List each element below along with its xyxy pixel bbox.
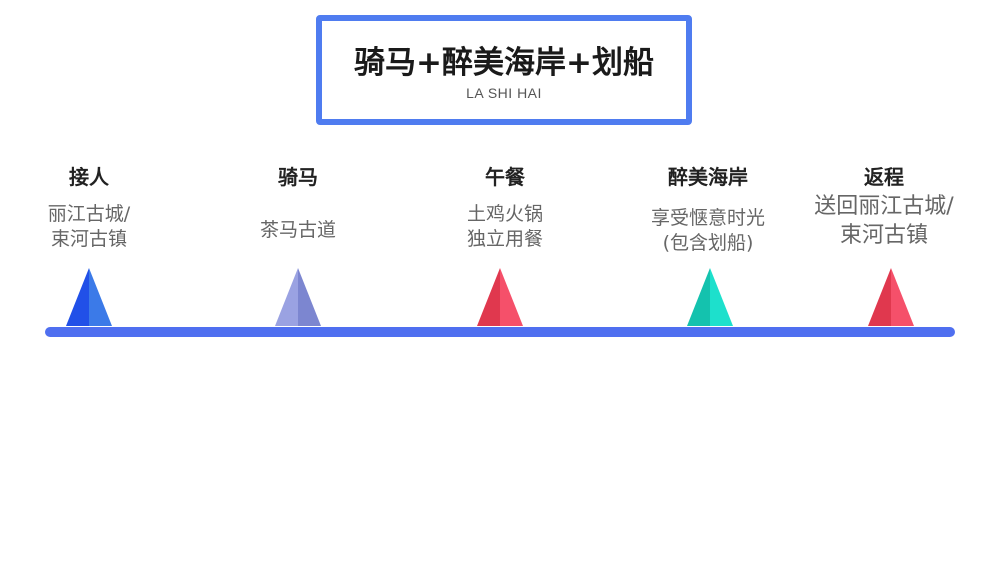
triangle-marker-icon [868,268,914,326]
triangle-marker-icon [687,268,733,326]
timeline-item-horse-riding: 骑马 茶马古道 [198,162,398,243]
title-box: 骑马+醉美海岸+划船 LA SHI HAI [316,15,692,125]
triangle-marker-icon [477,268,523,326]
item-title: 返程 [864,165,904,189]
timeline-item-return: 返程 送回丽江古城/ 束河古镇 [784,162,984,250]
item-desc: 土鸡火锅 独立用餐 [466,203,543,250]
item-title: 午餐 [485,165,525,189]
item-desc: 送回丽江古城/ 束河古镇 [814,194,954,248]
timeline-item-pickup: 接人 丽江古城/ 束河古镇 [0,162,189,252]
item-desc: 茶马古道 [259,219,336,241]
slide-title: 骑马+醉美海岸+划船 [354,45,654,81]
slide-subtitle: LA SHI HAI [466,85,542,101]
item-title: 接人 [69,165,109,189]
item-title: 骑马 [278,165,318,189]
triangle-marker-icon [275,268,321,326]
item-desc: 丽江古城/ 束河古镇 [47,203,131,250]
timeline-bar [45,327,955,337]
item-title: 醉美海岸 [668,165,748,189]
timeline-item-lunch: 午餐 土鸡火锅 独立用餐 [405,162,605,252]
item-desc: 享受惬意时光 (包含划船) [650,207,765,254]
triangle-marker-icon [66,268,112,326]
timeline-item-coast: 醉美海岸 享受惬意时光 (包含划船) [608,162,808,256]
